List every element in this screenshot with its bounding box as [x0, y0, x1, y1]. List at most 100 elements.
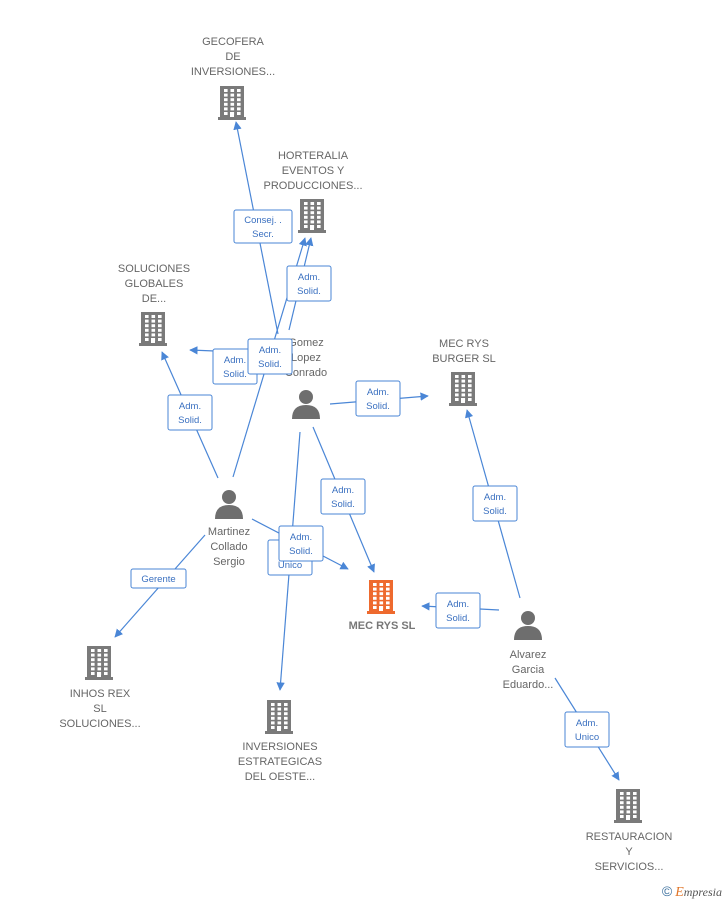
node-mecburger[interactable]: MEC RYS BURGER SL — [432, 338, 496, 406]
relation-label-e1[interactable]: Consej. . Secr. — [233, 209, 293, 244]
node-label: DEL OESTE... — [245, 771, 316, 783]
node-label: Garcia — [512, 664, 545, 676]
relation-label-e9[interactable]: Adm. Solid. — [278, 525, 324, 562]
brand-initial: E — [675, 885, 684, 900]
node-label: ESTRATEGICAS — [238, 756, 322, 768]
node-label: Collado — [210, 541, 247, 553]
relation-label-text: Adm. — [179, 401, 201, 412]
node-label: INHOS REX — [70, 688, 131, 700]
relation-label-text: Adm. — [576, 718, 598, 729]
relation-label-e6[interactable]: Adm. Solid. — [320, 478, 366, 515]
relation-label-e10[interactable]: Gerente — [130, 568, 187, 589]
node-label: SL — [93, 703, 106, 715]
relation-label-e5[interactable]: Adm. Solid. — [355, 380, 401, 417]
node-restauracion[interactable]: RESTAURACION Y SERVICIOS... — [586, 789, 673, 873]
node-label: SOLUCIONES... — [59, 718, 140, 730]
relation-label-text: Adm. — [367, 387, 389, 398]
node-label: MEC RYS — [439, 338, 489, 350]
node-mecrys[interactable]: MEC RYS SL — [349, 580, 416, 632]
node-label: HORTERALIA — [278, 150, 349, 162]
relation-label-box — [130, 568, 187, 589]
node-label: Y — [625, 846, 633, 858]
building-icon — [218, 86, 246, 120]
relation-label-box — [564, 711, 610, 748]
relation-label-text: Solid. — [297, 286, 321, 297]
relation-label-box — [320, 478, 366, 515]
relation-label-text: Solid. — [258, 359, 282, 370]
relation-label-box — [472, 485, 518, 522]
node-label: EVENTOS Y — [282, 165, 345, 177]
node-inhos[interactable]: INHOS REX SL SOLUCIONES... — [59, 646, 141, 730]
relation-label-e2[interactable]: Adm. Solid. — [286, 265, 332, 302]
relation-label-text: Adm. — [298, 272, 320, 283]
node-label: RESTAURACION — [586, 831, 673, 843]
relation-label-box — [233, 209, 293, 244]
node-label: Gomez — [288, 337, 323, 349]
node-inversiones[interactable]: INVERSIONES ESTRATEGICAS DEL OESTE... — [238, 700, 322, 783]
node-soluciones[interactable]: SOLUCIONES GLOBALES DE... — [118, 263, 190, 346]
relation-label-e3[interactable]: Adm. Solid. — [212, 348, 258, 385]
relation-label-text: Adm. — [224, 355, 246, 366]
relation-label-box — [355, 380, 401, 417]
relation-label-box — [278, 525, 324, 562]
node-label: Conrado — [285, 367, 327, 379]
relation-label-text: Solid. — [446, 613, 470, 624]
building-icon — [449, 372, 477, 406]
relation-label-text: Solid. — [289, 546, 313, 557]
node-label: BURGER SL — [432, 353, 496, 365]
relation-label-e12[interactable]: Adm. Solid. — [435, 592, 481, 629]
relation-label-e7[interactable]: Adm. Solid. — [167, 394, 213, 431]
node-label: PRODUCCIONES... — [263, 180, 362, 192]
relation-label-text: Adm. — [259, 345, 281, 356]
relation-label-text: Solid. — [223, 369, 247, 380]
relation-label-box — [435, 592, 481, 629]
relation-label-text: Gerente — [141, 574, 175, 585]
brand-name: mpresia — [683, 885, 722, 899]
relation-label-box — [167, 394, 213, 431]
node-label: GECOFERA — [202, 36, 264, 48]
node-label: Sergio — [213, 556, 245, 568]
node-label: Martinez — [208, 526, 250, 538]
node-horteralia[interactable]: HORTERALIA EVENTOS Y PRODUCCIONES... — [263, 150, 363, 233]
building-icon — [298, 199, 326, 233]
relation-label-text: Consej. . — [244, 215, 282, 226]
relation-label-text: Solid. — [178, 415, 202, 426]
node-label: SERVICIOS... — [595, 861, 664, 873]
relation-label-text: Adm. — [290, 532, 312, 543]
empresia-watermark: ©Empresia — [662, 883, 722, 901]
relation-label-box — [286, 265, 332, 302]
node-label: SOLUCIONES — [118, 263, 190, 275]
node-label: DE — [225, 51, 240, 63]
relation-label-text: Secr. — [252, 229, 274, 240]
building-icon — [139, 312, 167, 346]
copyright-icon: © — [661, 883, 673, 899]
relation-label-text: Solid. — [331, 499, 355, 510]
relation-label-text: Solid. — [483, 506, 507, 517]
node-label: Alvarez — [510, 649, 547, 661]
relation-label-e13[interactable]: Adm. Unico — [564, 711, 610, 748]
node-label: MEC RYS SL — [349, 620, 416, 632]
node-label: INVERSIONES — [242, 741, 317, 753]
person-icon — [292, 390, 320, 419]
person-icon — [514, 611, 542, 640]
relation-label-text: Unico — [278, 560, 302, 571]
relation-label-text: Solid. — [366, 401, 390, 412]
building-icon — [614, 789, 642, 823]
node-label: Eduardo... — [503, 679, 554, 691]
node-label: Lopez — [291, 352, 321, 364]
relation-label-text: Adm. — [332, 485, 354, 496]
node-alvarez[interactable]: AlvarezGarciaEduardo... — [503, 611, 554, 691]
node-gecofera[interactable]: GECOFERA DE INVERSIONES... — [191, 36, 275, 120]
node-label: INVERSIONES... — [191, 66, 275, 78]
node-label: GLOBALES — [125, 278, 184, 290]
relation-label-e11[interactable]: Adm.Solid. — [472, 485, 518, 522]
person-icon — [215, 490, 243, 519]
node-label: DE... — [142, 293, 166, 305]
relation-label-text: Unico — [575, 732, 599, 743]
relation-label-text: Adm. — [447, 599, 469, 610]
relation-label-e4[interactable]: Adm. Solid. — [247, 338, 293, 375]
building-icon — [265, 700, 293, 734]
